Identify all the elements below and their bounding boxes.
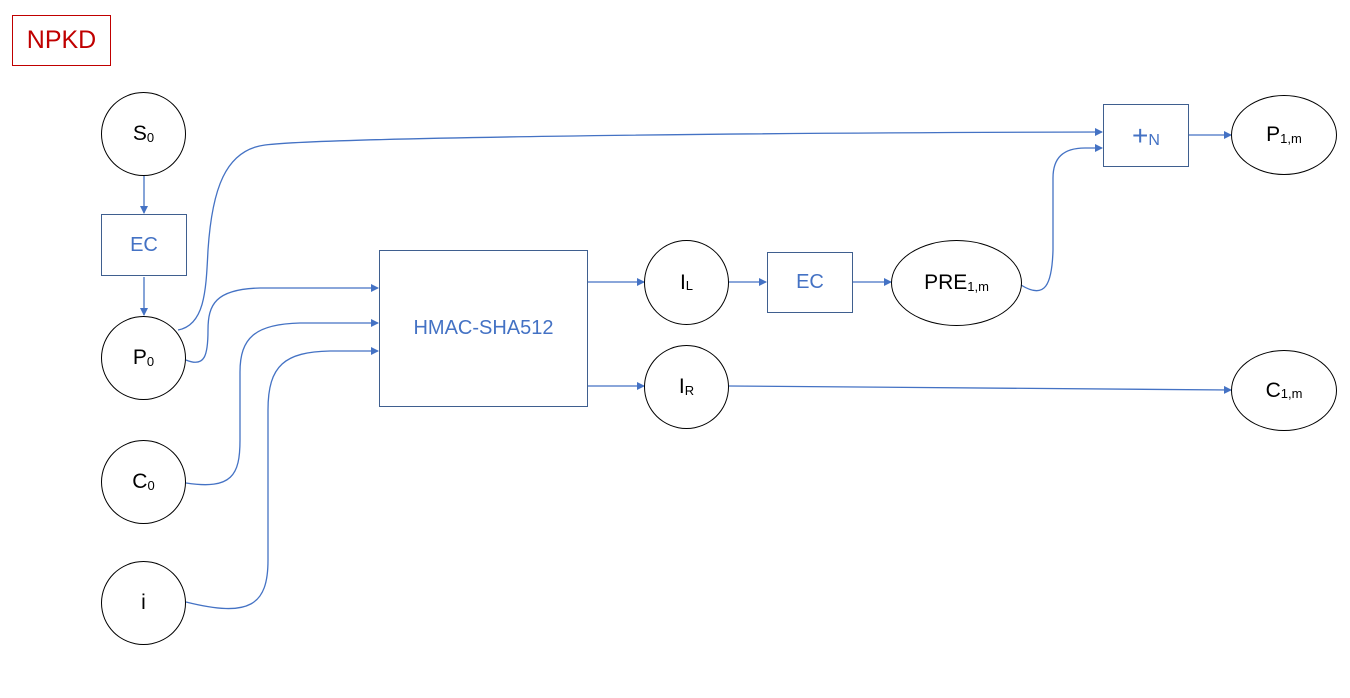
box-ec-left: EC bbox=[101, 214, 187, 276]
node-i: i bbox=[101, 561, 186, 645]
wire-i-hmac bbox=[185, 347, 379, 610]
wire-p0-addn bbox=[177, 128, 1103, 331]
wire-c0-hmac bbox=[185, 319, 379, 486]
node-c0-sub: 0 bbox=[147, 477, 155, 493]
node-c1m-sub: 1,m bbox=[1280, 386, 1303, 401]
box-ec-right-label: EC bbox=[796, 271, 824, 293]
box-hmac-label: HMAC-SHA512 bbox=[413, 317, 554, 339]
wire-pre-addn bbox=[1020, 144, 1103, 292]
node-c1m-main: C bbox=[1265, 378, 1281, 402]
node-pre-sub: 1,m bbox=[967, 278, 989, 294]
node-p0-sub: 0 bbox=[146, 353, 155, 369]
box-hmac-sha512: HMAC-SHA512 bbox=[379, 250, 588, 407]
node-s0-sub: 0 bbox=[146, 129, 155, 145]
node-p1m-main: P bbox=[1266, 123, 1281, 146]
node-c0-main: C bbox=[132, 470, 148, 493]
diagram-title: NPKD bbox=[12, 15, 111, 66]
node-p0-main: P bbox=[132, 346, 147, 369]
box-ec-left-label: EC bbox=[130, 233, 158, 256]
node-i-main: i bbox=[141, 591, 146, 614]
node-s0-main: S bbox=[132, 122, 147, 145]
box-ec-right: EC bbox=[767, 252, 853, 313]
node-pre-main: PRE bbox=[924, 271, 968, 294]
node-p1m-sub: 1,m bbox=[1280, 130, 1302, 146]
box-add-n: +N bbox=[1103, 104, 1189, 167]
add-symbol: + bbox=[1132, 119, 1149, 151]
node-ir-main: I bbox=[678, 375, 685, 398]
wire-p0-hmac bbox=[185, 284, 379, 363]
node-il-sub: L bbox=[685, 278, 694, 293]
node-il-main: I bbox=[679, 270, 686, 294]
node-ir-sub: R bbox=[684, 382, 695, 398]
wire-ir-c1m bbox=[728, 385, 1232, 394]
add-subscript: N bbox=[1148, 131, 1160, 149]
